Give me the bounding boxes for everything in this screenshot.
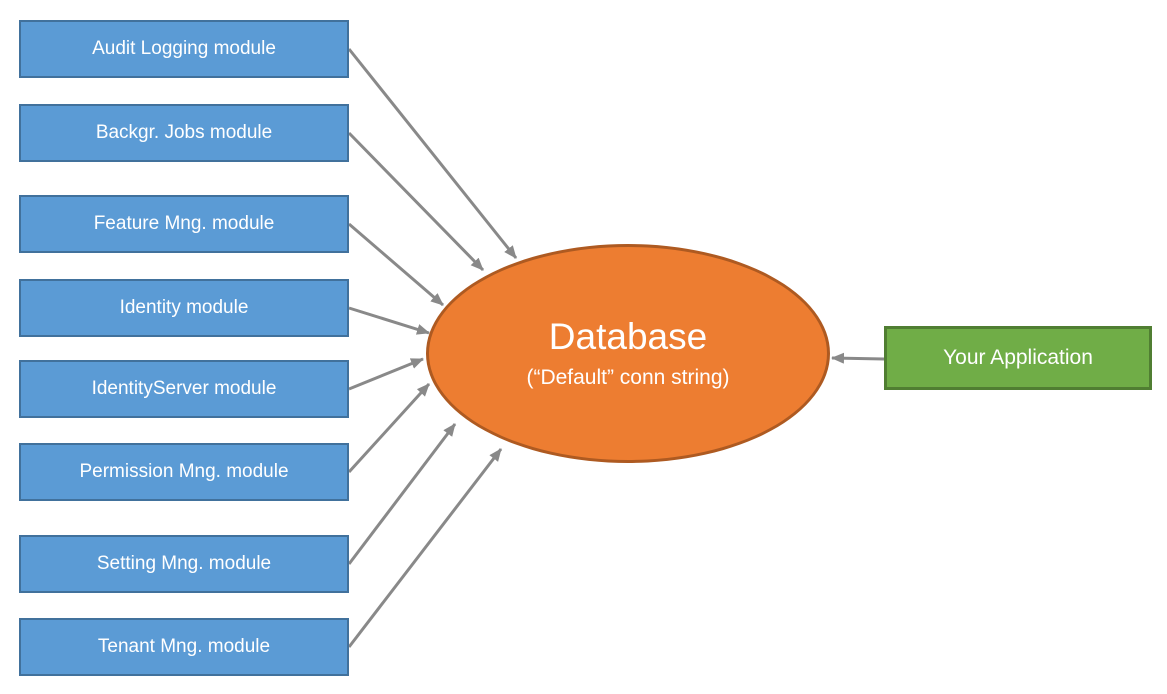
module-box-tenant-mng: Tenant Mng. module	[19, 618, 349, 676]
module-box-audit-logging: Audit Logging module	[19, 20, 349, 78]
module-box-backgr-jobs: Backgr. Jobs module	[19, 104, 349, 162]
arrow-application-to-database	[831, 352, 885, 364]
module-label: Tenant Mng. module	[97, 636, 271, 657]
module-box-setting-mng: Setting Mng. module	[19, 535, 349, 593]
module-box-permission-mng: Permission Mng. module	[19, 443, 349, 501]
module-box-identityserver: IdentityServer module	[19, 360, 349, 418]
database-ellipse: Database (“Default” conn string)	[426, 244, 830, 463]
module-label: Backgr. Jobs module	[95, 122, 273, 143]
module-label: Feature Mng. module	[93, 213, 275, 234]
module-box-feature-mng: Feature Mng. module	[19, 195, 349, 253]
arrow-setting-mng-to-database	[347, 423, 457, 565]
arrow-identity-to-database	[348, 306, 430, 335]
arrow-feature-mng-to-database	[348, 222, 444, 307]
module-label: IdentityServer module	[91, 378, 277, 399]
module-label: Identity module	[119, 297, 249, 318]
module-label: Permission Mng. module	[79, 461, 289, 482]
database-subtitle: (“Default” conn string)	[526, 366, 730, 390]
arrow-identityserver-to-database	[348, 357, 424, 391]
module-label: Setting Mng. module	[96, 553, 272, 574]
arrow-audit-logging-to-database	[347, 48, 518, 259]
arrow-permission-mng-to-database	[347, 382, 431, 474]
module-label: Audit Logging module	[92, 38, 276, 59]
module-box-identity: Identity module	[19, 279, 349, 337]
your-application-box: Your Application	[884, 326, 1152, 390]
arrow-tenant-mng-to-database	[347, 448, 503, 648]
arrow-backgr-jobs-to-database	[347, 131, 485, 272]
database-title: Database	[548, 315, 708, 357]
your-application-label: Your Application	[943, 346, 1093, 369]
